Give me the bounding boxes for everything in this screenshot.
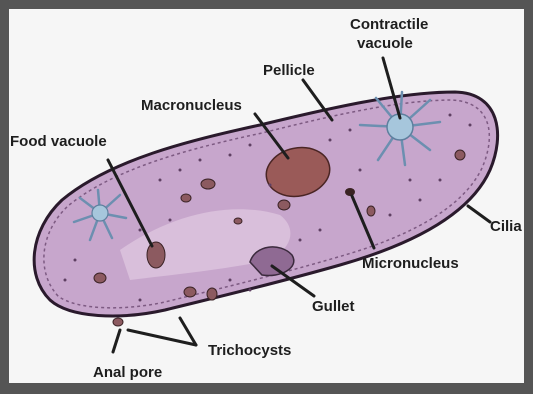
label-gullet: Gullet bbox=[312, 298, 355, 315]
label-cilia: Cilia bbox=[490, 218, 522, 235]
micronucleus-shape bbox=[345, 188, 355, 196]
label-macronucleus: Macronucleus bbox=[141, 97, 242, 114]
label-trichocysts: Trichocysts bbox=[208, 342, 291, 359]
label-anal-pore: Anal pore bbox=[93, 364, 162, 381]
label-food-vacuole: Food vacuole bbox=[10, 133, 107, 150]
label-pellicle: Pellicle bbox=[263, 62, 315, 79]
label-contractile-vacuole-line1: Contractile bbox=[350, 16, 428, 33]
label-micronucleus: Micronucleus bbox=[362, 255, 459, 272]
label-contractile-vacuole-line2: vacuole bbox=[357, 35, 413, 52]
